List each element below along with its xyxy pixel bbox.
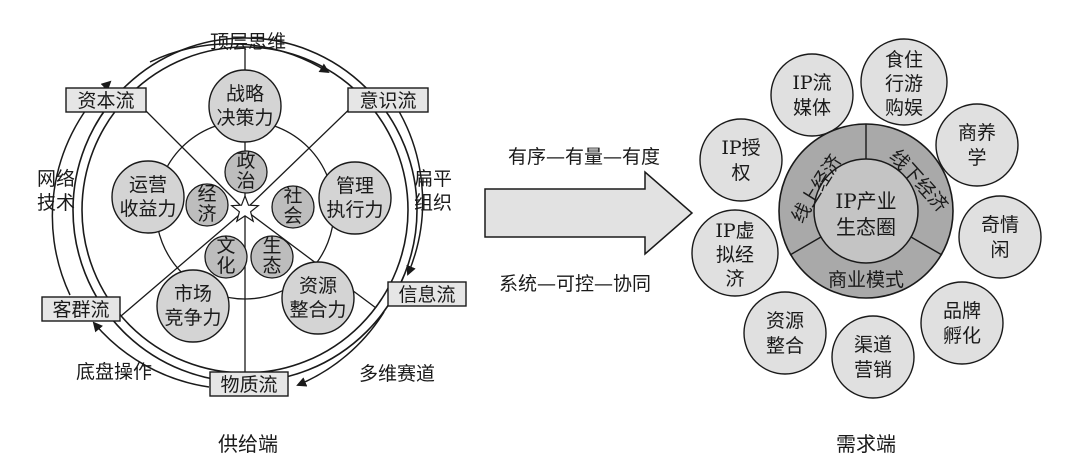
svg-text:文: 文 <box>216 235 235 257</box>
svg-text:竞争力: 竞争力 <box>164 307 221 329</box>
petal-license: IP授 权 <box>699 118 783 202</box>
svg-text:决策力: 决策力 <box>216 107 273 129</box>
petal-channel: 渠道 营销 <box>831 315 915 399</box>
svg-text:战略: 战略 <box>226 83 264 105</box>
petal-resources: 资源 整合 <box>743 291 827 375</box>
svg-text:商养: 商养 <box>958 122 996 144</box>
arrow-bottom-left <box>92 321 210 388</box>
svg-text:物质流: 物质流 <box>220 374 277 396</box>
svg-text:整合力: 整合力 <box>289 299 346 321</box>
label-top-thinking: 顶层思维 <box>210 31 286 53</box>
svg-text:权: 权 <box>731 162 750 184</box>
svg-text:购娱: 购娱 <box>885 97 923 119</box>
svg-text:意识流: 意识流 <box>359 90 416 112</box>
petal-lifestyle: 食住 行游 购娱 <box>860 38 948 126</box>
svg-text:收益力: 收益力 <box>119 198 176 220</box>
flow-box-information: 信息流 <box>387 281 467 307</box>
svg-text:信息流: 信息流 <box>398 284 455 306</box>
ability-bubble-strategy: 战略 决策力 <box>208 69 282 143</box>
svg-text:管理: 管理 <box>336 175 374 197</box>
flow-box-customer: 客群流 <box>41 296 121 322</box>
svg-text:渠道: 渠道 <box>854 334 892 356</box>
ring-label-business: 商业模式 <box>828 269 904 291</box>
svg-text:孵化: 孵化 <box>943 325 981 347</box>
svg-text:客群流: 客群流 <box>52 299 109 321</box>
core-bubble-politics: 政 治 <box>224 150 268 194</box>
svg-text:食住: 食住 <box>885 49 923 71</box>
petal-ip-media: IP流 媒体 <box>770 53 854 137</box>
svg-text:品牌: 品牌 <box>943 300 981 322</box>
caption-demand: 需求端 <box>836 432 896 456</box>
petal-brand: 品牌 孵化 <box>920 281 1004 365</box>
svg-text:生: 生 <box>262 235 281 257</box>
core-center-line2: 生态圈 <box>836 215 896 239</box>
arrow-label-top: 有序—有量—有度 <box>508 146 660 168</box>
core-center-line1: IP产业 <box>835 189 896 213</box>
svg-text:IP流: IP流 <box>792 72 831 94</box>
center-star-icon <box>230 194 260 223</box>
label-network-tech-line2: 技术 <box>37 192 75 214</box>
svg-text:资源: 资源 <box>299 275 337 297</box>
ability-bubble-market: 市场 竞争力 <box>156 269 230 343</box>
svg-text:闲: 闲 <box>990 239 1009 261</box>
arrow-right <box>389 96 424 276</box>
svg-text:资源: 资源 <box>766 310 804 332</box>
svg-text:拟经: 拟经 <box>716 244 754 266</box>
svg-text:整合: 整合 <box>766 335 804 357</box>
svg-text:运营: 运营 <box>129 174 167 196</box>
petal-virtual: IP虚 拟经 济 <box>691 209 779 297</box>
svg-text:IP虚: IP虚 <box>715 220 754 242</box>
core-bubble-economy: 经 济 <box>185 183 229 227</box>
petal-leisure: 奇情 闲 <box>958 195 1042 279</box>
core-bubble-ecology: 生 态 <box>250 235 294 279</box>
svg-text:市场: 市场 <box>174 283 212 305</box>
svg-text:营销: 营销 <box>854 359 892 381</box>
svg-text:济: 济 <box>197 203 216 225</box>
label-flat-org-line1: 扁平 <box>414 168 452 190</box>
flow-box-capital: 资本流 <box>65 87 147 113</box>
svg-text:治: 治 <box>236 170 255 192</box>
flow-box-material: 物质流 <box>209 371 289 397</box>
arrow-bottom-right <box>296 311 385 387</box>
label-chassis-ops: 底盘操作 <box>76 361 152 383</box>
ability-bubble-operations: 运营 收益力 <box>111 160 185 234</box>
label-flat-org-line2: 组织 <box>414 192 452 214</box>
demand-core: IP产业 生态圈 线上经济 线下经济 商业模式 <box>778 123 954 299</box>
petal-commerce-study: 商养 学 <box>935 103 1019 187</box>
supply-wheel: 战略 决策力 管理 执行力 资源 整合力 市场 竞争力 运营 收益力 政 治 <box>72 37 418 383</box>
svg-text:奇情: 奇情 <box>981 214 1019 236</box>
svg-text:执行力: 执行力 <box>326 199 383 221</box>
svg-text:社: 社 <box>283 185 302 207</box>
svg-text:态: 态 <box>262 255 281 277</box>
svg-text:媒体: 媒体 <box>793 97 831 119</box>
ability-bubble-management: 管理 执行力 <box>318 161 392 235</box>
flow-box-awareness: 意识流 <box>347 87 429 113</box>
core-ring-dividers <box>789 124 943 256</box>
caption-supply: 供给端 <box>218 432 278 456</box>
svg-text:会: 会 <box>283 205 302 227</box>
svg-text:济: 济 <box>725 268 744 290</box>
svg-text:行游: 行游 <box>885 73 923 95</box>
arrow-top <box>149 43 330 74</box>
svg-text:化: 化 <box>216 255 235 277</box>
label-network-tech-line1: 网络 <box>37 168 75 190</box>
svg-text:政: 政 <box>236 150 255 172</box>
svg-text:IP授: IP授 <box>721 137 760 159</box>
ability-bubble-resources: 资源 整合力 <box>281 261 355 335</box>
svg-text:学: 学 <box>967 147 986 169</box>
svg-text:经: 经 <box>197 183 216 205</box>
core-bubble-society: 社 会 <box>271 185 315 229</box>
core-center <box>813 158 919 264</box>
svg-text:资本流: 资本流 <box>77 90 134 112</box>
demand-petals: IP流 媒体 食住 行游 购娱 商养 学 奇情 闲 品牌 孵化 渠道 营销 <box>691 38 1042 399</box>
label-multi-track: 多维赛道 <box>359 363 435 385</box>
core-bubble-culture: 文 化 <box>204 235 248 279</box>
arrow-label-bottom: 系统—可控—协同 <box>499 273 651 295</box>
big-transfer-arrow <box>484 170 694 256</box>
